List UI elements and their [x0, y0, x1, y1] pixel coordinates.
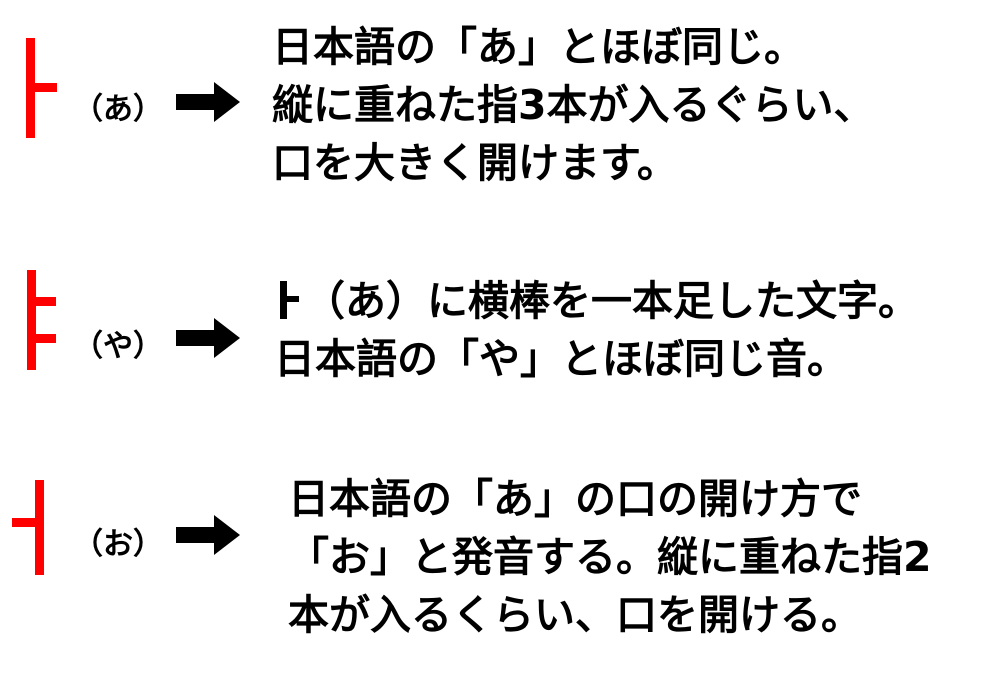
description-line: 日本語の「あ」とほぼ同じ。 — [272, 23, 805, 71]
vowel-row-eo: （お） 日本語の「あ」の口の開け方で 「お」と発音する。縦に重ねた指2 本が入る… — [0, 470, 1005, 687]
description-line: 本が入るくらい、口を開ける。 — [288, 591, 862, 639]
hangul-a-inline-glyph — [274, 279, 304, 319]
description-line: （あ）に横棒を一本足した文字。 — [274, 272, 919, 330]
description-line-rest: （あ）に横棒を一本足した文字。 — [304, 277, 919, 325]
hangul-eo-glyph — [8, 480, 48, 580]
description-line: 「お」と発音する。縦に重ねた指2 — [288, 533, 932, 581]
right-arrow-icon — [176, 515, 240, 555]
hangul-a-glyph — [20, 38, 60, 138]
reading-a: （あ） — [73, 92, 163, 127]
vowel-row-a: （あ） 日本語の「あ」とほぼ同じ。 縦に重ねた指3本が入るぐらい、 口を大きく開… — [0, 0, 1005, 220]
description-line: 縦に重ねた指3本が入るぐらい、 — [272, 81, 875, 129]
hangul-ya-glyph — [20, 270, 60, 370]
description-ya: （あ）に横棒を一本足した文字。 日本語の「や」とほぼ同じ音。 — [274, 272, 919, 388]
description-a: 日本語の「あ」とほぼ同じ。 縦に重ねた指3本が入るぐらい、 口を大きく開けます。 — [272, 18, 875, 192]
right-arrow-icon — [176, 318, 240, 358]
reading-ya: （や） — [73, 329, 163, 364]
vowel-row-ya: （や） （あ）に横棒を一本足した文字。 日本語の「や」とほぼ同じ音。 — [0, 250, 1005, 440]
description-line: 日本語の「あ」の口の開け方で — [288, 475, 862, 523]
right-arrow-icon — [176, 82, 240, 122]
reading-eo: （お） — [73, 527, 163, 562]
description-line: 口を大きく開けます。 — [272, 139, 678, 187]
description-line: 日本語の「や」とほぼ同じ音。 — [274, 335, 848, 383]
description-eo: 日本語の「あ」の口の開け方で 「お」と発音する。縦に重ねた指2 本が入るくらい、… — [288, 470, 932, 644]
